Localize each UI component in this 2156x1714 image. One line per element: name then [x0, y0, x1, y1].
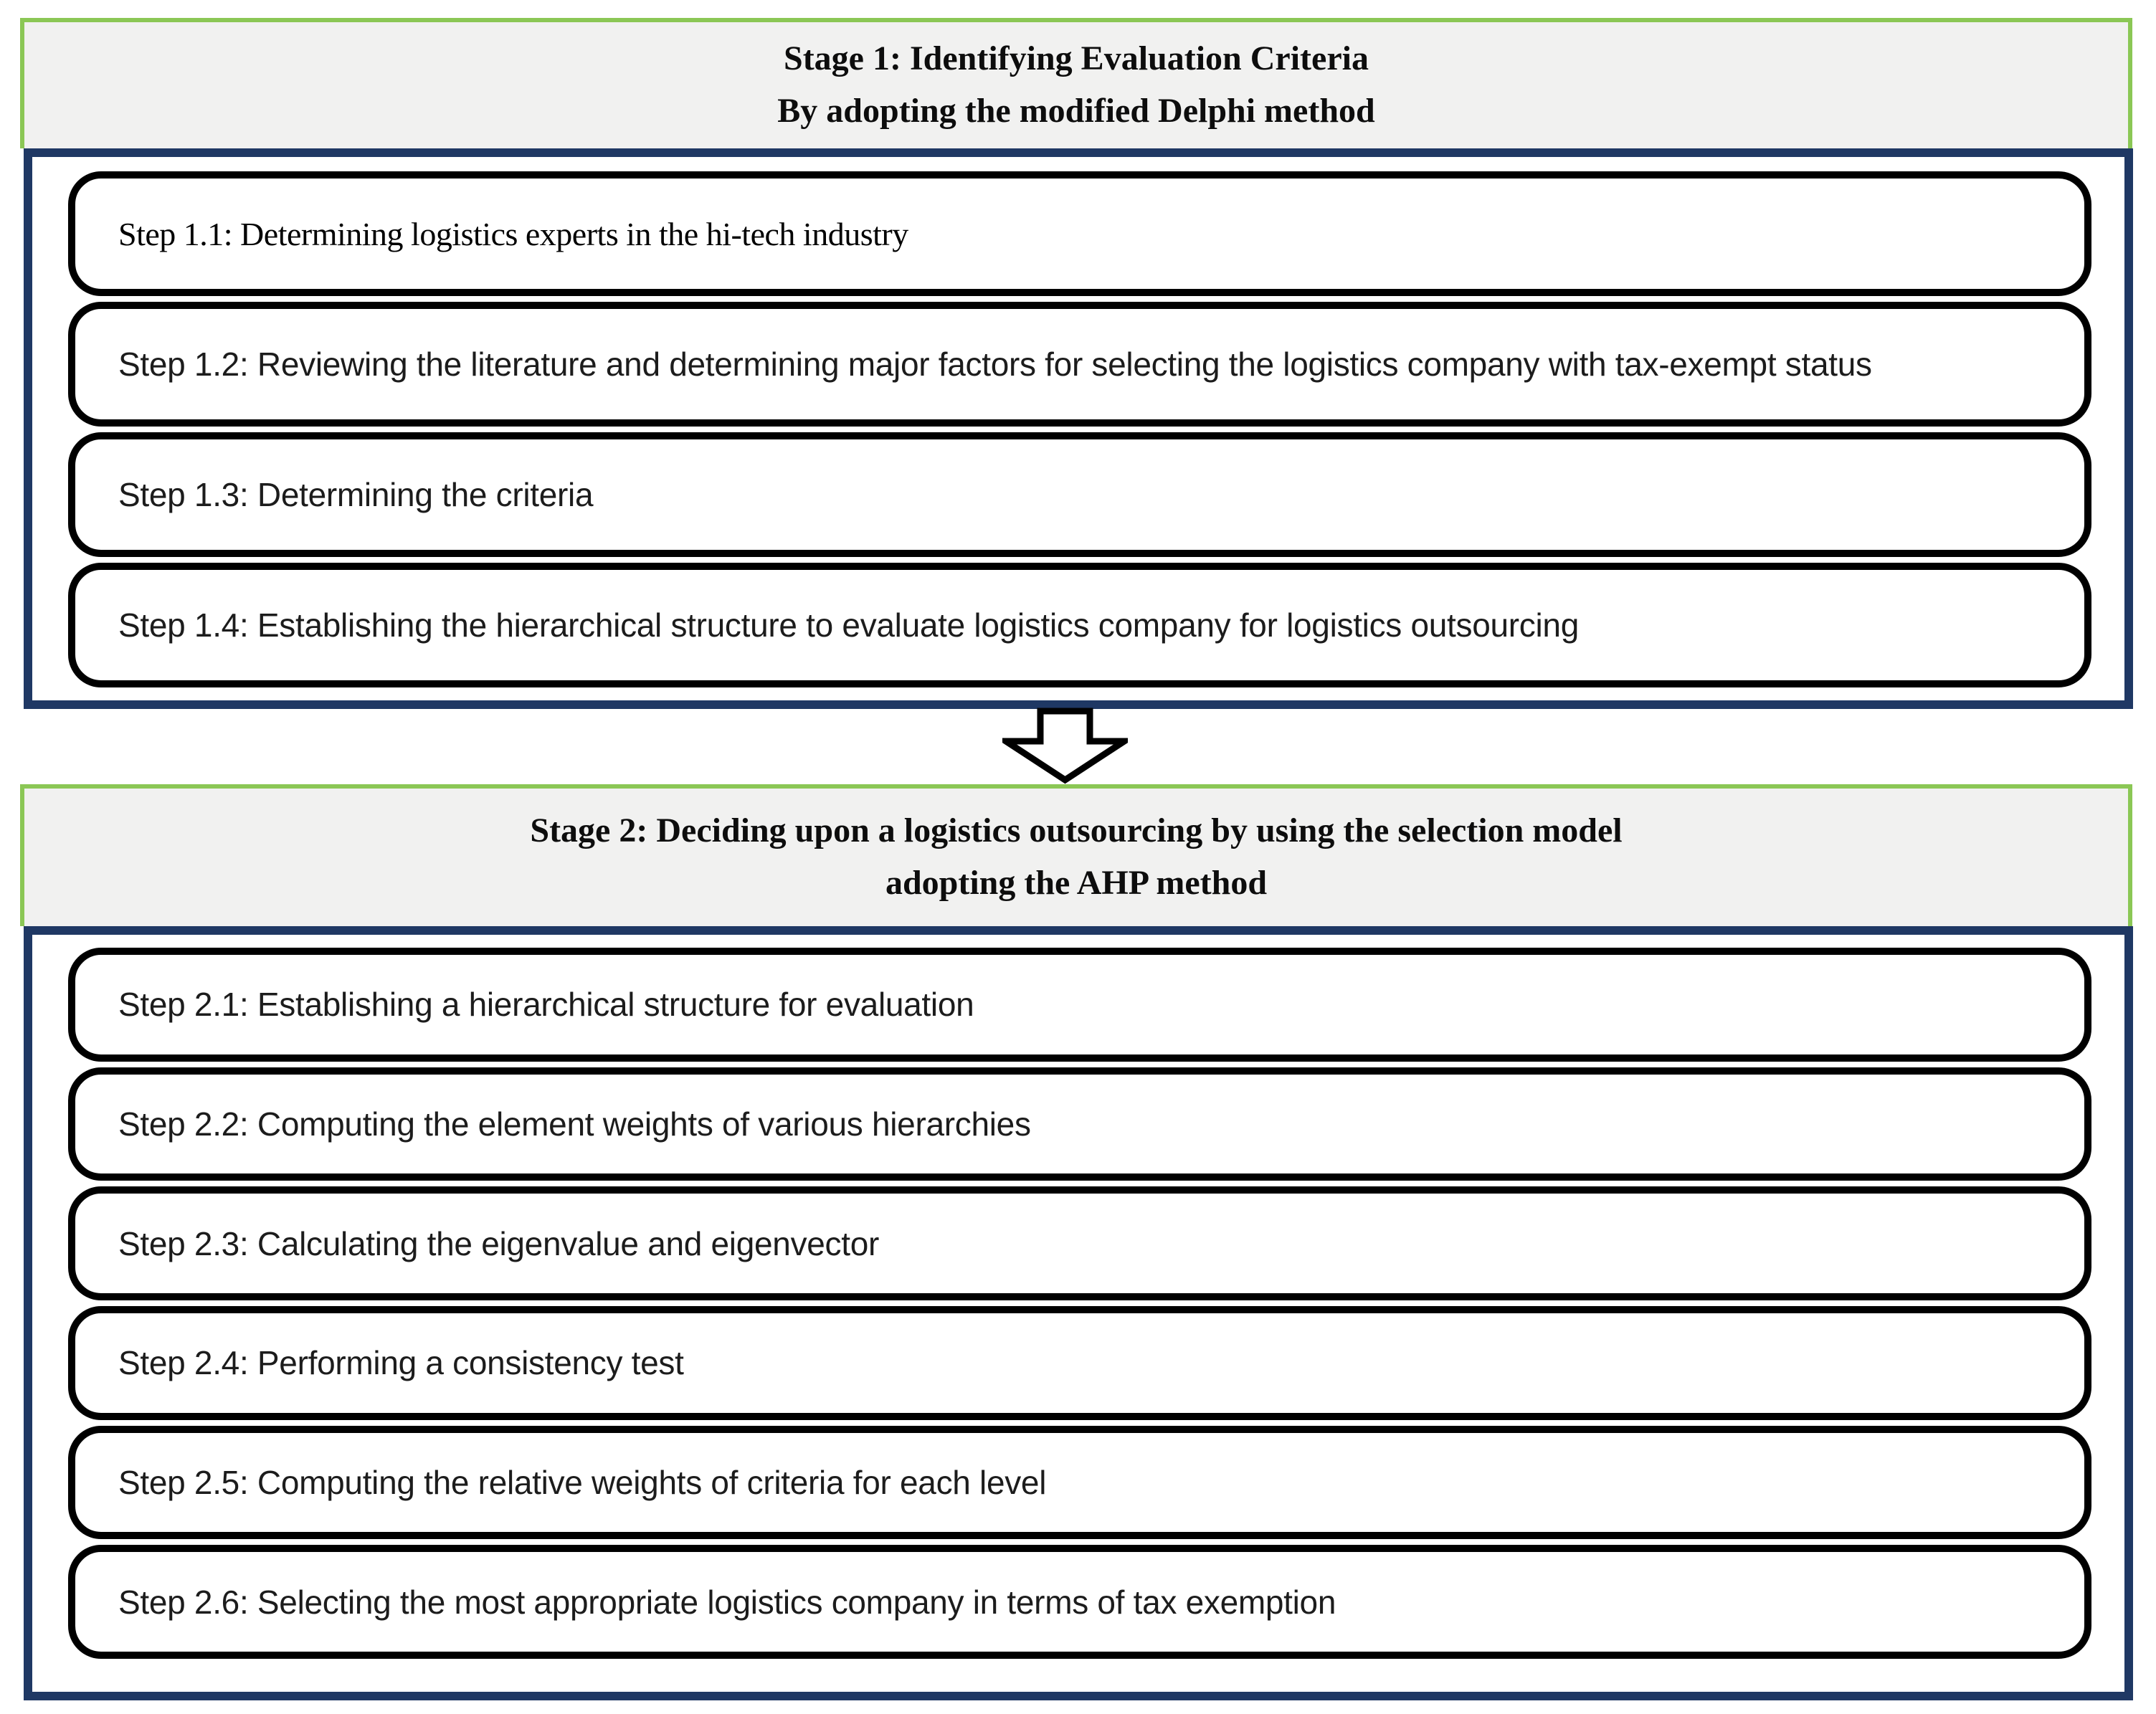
step-label: Step 1.2: Reviewing the literature and d… [118, 346, 1872, 383]
step-label: Step 2.6: Selecting the most appropriate… [118, 1583, 1336, 1621]
step-box-2-1: Step 2.1: Establishing a hierarchical st… [68, 948, 2091, 1062]
step-box-1-3: Step 1.3: Determining the criteria [68, 432, 2091, 557]
stage1-title-line1: Stage 1: Identifying Evaluation Criteria [784, 39, 1369, 78]
step-box-1-1: Step 1.1: Determining logistics experts … [68, 171, 2091, 296]
step-label: Step 1.1: Determining logistics experts … [118, 215, 908, 252]
stage1-header-box: Stage 1: Identifying Evaluation Criteria… [20, 18, 2132, 148]
step-box-2-5: Step 2.5: Computing the relative weights… [68, 1425, 2091, 1540]
step-box-1-2: Step 1.2: Reviewing the literature and d… [68, 302, 2091, 427]
step-label: Step 1.4: Establishing the hierarchical … [118, 606, 1579, 644]
step-label: Step 2.2: Computing the element weights … [118, 1105, 1031, 1143]
step-label: Step 2.1: Establishing a hierarchical st… [118, 986, 974, 1024]
step-box-2-4: Step 2.4: Performing a consistency test [68, 1306, 2091, 1420]
step-box-1-4: Step 1.4: Establishing the hierarchical … [68, 563, 2091, 687]
stage2-steps-panel: Step 2.1: Establishing a hierarchical st… [24, 926, 2133, 1700]
step-label: Step 2.3: Calculating the eigenvalue and… [118, 1224, 880, 1262]
step-label: Step 2.4: Performing a consistency test [118, 1344, 684, 1382]
down-arrow-icon [994, 708, 1136, 784]
stage1-steps-panel: Step 1.1: Determining logistics experts … [24, 148, 2133, 709]
stage2-title-line2: adopting the AHP method [885, 864, 1268, 902]
step-box-2-3: Step 2.3: Calculating the eigenvalue and… [68, 1186, 2091, 1301]
step-label: Step 1.3: Determining the criteria [118, 476, 594, 513]
stage1-title-line2: By adopting the modified Delphi method [777, 92, 1375, 130]
stage-connector [994, 708, 1136, 784]
step-box-2-6: Step 2.6: Selecting the most appropriate… [68, 1545, 2091, 1660]
step-label: Step 2.5: Computing the relative weights… [118, 1464, 1047, 1502]
step-box-2-2: Step 2.2: Computing the element weights … [68, 1067, 2091, 1181]
stage2-title-line1: Stage 2: Deciding upon a logistics outso… [530, 811, 1623, 850]
stage2-header-box: Stage 2: Deciding upon a logistics outso… [20, 784, 2132, 926]
